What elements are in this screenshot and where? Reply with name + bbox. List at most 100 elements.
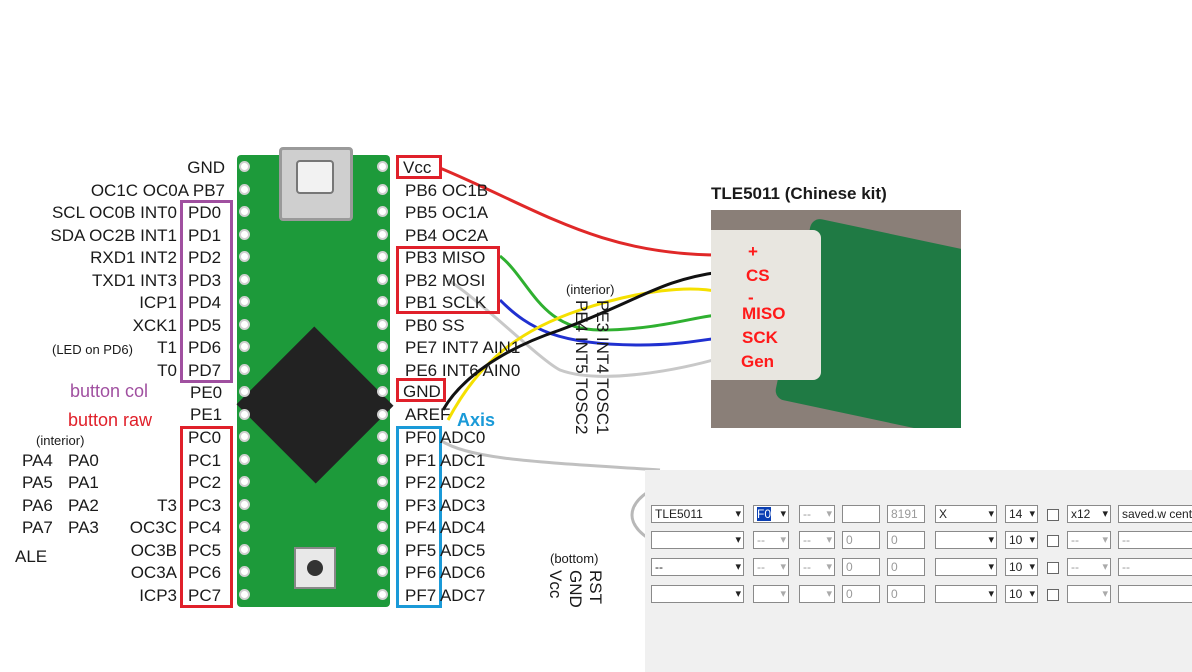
button-col-box	[180, 200, 233, 383]
pin-hole	[239, 408, 250, 420]
label-pc3: PC3	[188, 496, 222, 515]
sensor-pin-plus: +	[748, 242, 758, 261]
pin-hole	[239, 296, 250, 307]
button-raw-box	[180, 426, 233, 608]
sensor-select[interactable]	[651, 531, 744, 549]
mult-select[interactable]	[1067, 585, 1111, 603]
label-pa4: PA4	[22, 451, 53, 470]
sensor-pin-minus: -	[748, 288, 754, 307]
mcu-chip	[236, 326, 394, 484]
param-field[interactable]: 0	[842, 558, 880, 576]
label-pc0: PC0	[188, 428, 222, 447]
sensor-connector	[711, 230, 821, 380]
pin2-select[interactable]: --	[799, 558, 835, 576]
label-pc6-func: OC3A	[130, 563, 177, 582]
label-pb5: PB5 OC1A	[405, 203, 489, 222]
mult-select[interactable]: x12	[1067, 505, 1111, 523]
sensor-select[interactable]: --	[651, 558, 744, 576]
enable-checkbox[interactable]	[1047, 535, 1059, 547]
pin-hole	[377, 318, 388, 330]
sensor-select[interactable]	[651, 585, 744, 603]
pin-hole	[239, 453, 250, 465]
param-field[interactable]	[842, 505, 880, 523]
max-field[interactable]: 8191	[887, 505, 925, 523]
table-row: TLE5011 F0 -- 8191 X 14 x12 saved.w cent…	[645, 505, 1192, 527]
param-field[interactable]: 0	[842, 585, 880, 603]
cs-select[interactable]: --	[753, 558, 789, 576]
pin-hole	[239, 498, 250, 510]
pin-hole	[239, 341, 250, 352]
pin2-select[interactable]: --	[799, 505, 835, 523]
mult-select[interactable]: --	[1067, 558, 1111, 576]
yellow-wire-mosi	[446, 287, 721, 421]
sensor-pin-cs: CS	[746, 266, 770, 285]
label-pa2: PA2	[68, 496, 99, 515]
sensor-pin-gen: Gen	[741, 352, 775, 371]
cs-select[interactable]	[753, 585, 789, 603]
cs-select[interactable]: --	[753, 531, 789, 549]
bits-select[interactable]: 10	[1005, 585, 1038, 603]
label-pf6: PF6 ADC6	[405, 563, 486, 582]
gray-wire-callout	[439, 438, 661, 472]
name-field[interactable]: --	[1118, 558, 1192, 576]
cs-select[interactable]: F0	[753, 505, 789, 523]
pin-hole	[239, 183, 250, 195]
pin-hole	[377, 431, 388, 442]
axis-select[interactable]	[935, 585, 997, 603]
pin-hole	[239, 251, 250, 262]
label-rst-vertical: RST	[586, 570, 605, 604]
axis-select[interactable]	[935, 558, 997, 576]
name-field[interactable]	[1118, 585, 1192, 603]
label-pd5-func: XCK1	[132, 316, 177, 335]
label-aref: AREF	[405, 405, 451, 424]
label-pd3: PD3	[188, 271, 222, 290]
label-pd2: PD2	[188, 248, 222, 267]
pin-hole	[377, 341, 388, 352]
pin-hole	[377, 228, 388, 240]
bits-select[interactable]: 14	[1005, 505, 1038, 523]
pin-hole	[377, 363, 388, 375]
pin2-select[interactable]: --	[799, 531, 835, 549]
label-interior-right: (interior)	[566, 282, 615, 297]
black-wire-gnd	[441, 270, 721, 411]
enable-checkbox[interactable]	[1047, 562, 1059, 574]
bits-select[interactable]: 10	[1005, 558, 1038, 576]
vcc-box	[396, 155, 442, 179]
pin-hole	[239, 318, 250, 330]
name-field[interactable]: --	[1118, 531, 1192, 549]
max-field[interactable]: 0	[887, 585, 925, 603]
sensor-select[interactable]: TLE5011	[651, 505, 744, 523]
pin-hole	[377, 476, 388, 487]
pin-hole	[239, 588, 250, 600]
label-pc6: PC6	[188, 563, 222, 582]
label-pc5: PC5	[188, 541, 222, 560]
pin2-select[interactable]	[799, 585, 835, 603]
param-field[interactable]: 0	[842, 531, 880, 549]
axis-select[interactable]: X	[935, 505, 997, 523]
enable-checkbox[interactable]	[1047, 589, 1059, 601]
axis-select[interactable]	[935, 531, 997, 549]
pin-hole	[239, 161, 250, 172]
label-ale: ALE	[15, 547, 48, 566]
enable-checkbox[interactable]	[1047, 509, 1059, 521]
axis-box	[396, 426, 442, 608]
pin-hole	[239, 363, 250, 375]
label-pc7-func: ICP3	[139, 586, 177, 605]
label-pd6: PD6	[188, 338, 222, 357]
label-vcc: Vcc	[403, 158, 432, 177]
cs-select-value: F0	[757, 507, 772, 521]
max-field[interactable]: 0	[887, 531, 925, 549]
bits-select[interactable]: 10	[1005, 531, 1038, 549]
label-pf2: PF2 ADC2	[405, 473, 486, 492]
pin-hole	[377, 408, 388, 420]
name-field[interactable]: saved.w center	[1118, 505, 1192, 523]
sensor-photo: + CS - MISO SCK Gen	[711, 210, 961, 428]
max-field[interactable]: 0	[887, 558, 925, 576]
red-wire-vcc	[439, 166, 721, 257]
label-pb0: PB0 SS	[405, 316, 465, 335]
pin-hole	[377, 296, 388, 307]
pin-hole	[239, 521, 250, 532]
label-pe7: PE7 INT7 AIN1	[405, 338, 521, 357]
label-axis: Axis	[457, 410, 496, 430]
mult-select[interactable]: --	[1067, 531, 1111, 549]
